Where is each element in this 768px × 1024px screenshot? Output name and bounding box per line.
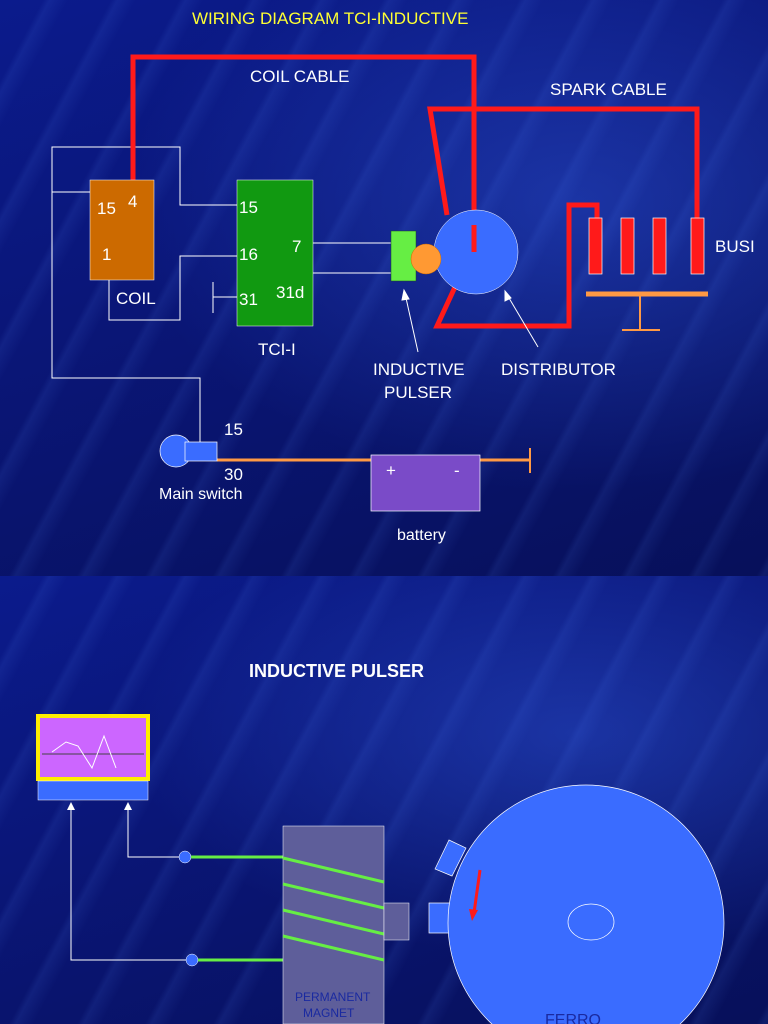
inductive-pulser-label-line1: INDUCTIVE xyxy=(373,360,465,379)
slide-wiring-diagram: 15 4 1 COIL 15 16 7 31 31d TCI-I INDUCTI… xyxy=(0,0,768,576)
main-switch-terminal-30: 30 xyxy=(224,465,243,484)
coil-box xyxy=(89,179,155,281)
permanent-magnet xyxy=(282,825,385,1024)
main-switch-terminal-15: 15 xyxy=(224,420,243,439)
probe-arrowheads xyxy=(67,802,132,810)
slide2-title: INDUCTIVE PULSER xyxy=(249,661,424,681)
distributor-label: DISTRIBUTOR xyxy=(501,360,616,379)
hv-cables xyxy=(130,54,700,329)
oscilloscope-waveform xyxy=(51,734,117,770)
inductive-pulser-label-line2: PULSER xyxy=(384,383,452,402)
probe-wires xyxy=(70,808,192,961)
pulser-rotor xyxy=(410,243,442,275)
ferro-hub xyxy=(567,903,615,941)
probe-terminal-b xyxy=(185,953,199,967)
plug1-cable xyxy=(433,202,600,329)
busi-label: BUSI xyxy=(715,237,755,256)
wire-coil-to-switch xyxy=(51,191,201,444)
coil-terminal-15: 15 xyxy=(97,199,116,218)
tci-terminal-31d: 31d xyxy=(276,283,304,302)
battery-minus: - xyxy=(454,461,460,480)
battery-box xyxy=(370,454,481,512)
coil-cable-label: COIL CABLE xyxy=(250,67,350,86)
tci-terminal-16: 16 xyxy=(239,245,258,264)
main-switch-label: Main switch xyxy=(159,486,243,503)
tci-terminal-31: 31 xyxy=(239,290,258,309)
rotation-arrowhead xyxy=(469,909,478,921)
pickup-coil-winding xyxy=(282,856,385,962)
wire-coil15-to-tci15 xyxy=(51,146,237,206)
ferro-tooth-top xyxy=(434,839,467,877)
tci-terminal-15: 15 xyxy=(239,198,258,217)
ferro-label: FERRO xyxy=(545,1012,601,1024)
main-switch-body xyxy=(184,441,218,462)
signal-wires xyxy=(51,146,391,444)
tci-module xyxy=(236,179,314,327)
wiring-diagram: 15 4 1 COIL 15 16 7 31 31d TCI-I INDUCTI… xyxy=(51,9,755,544)
spark-plugs xyxy=(588,217,705,275)
rotation-arrow xyxy=(472,869,482,914)
slide1-title: WIRING DIAGRAM TCI-INDUCTIVE xyxy=(192,9,468,28)
magnet-label-line2: MAGNET xyxy=(303,1006,355,1020)
spark-cable xyxy=(427,106,700,222)
battery-label: battery xyxy=(397,527,446,544)
coil-terminal-4: 4 xyxy=(128,192,137,211)
label-pointers xyxy=(401,288,539,353)
coil-label: COIL xyxy=(116,289,156,308)
tci-label: TCI-I xyxy=(258,340,296,359)
probe-terminal-a xyxy=(178,850,192,864)
wire-coil1-to-tci16 xyxy=(108,255,237,321)
oscilloscope-screen xyxy=(36,714,150,781)
coil-cable xyxy=(130,54,477,252)
oscilloscope-base xyxy=(37,780,149,801)
tci-terminal-7: 7 xyxy=(292,237,301,256)
magnet-pole-piece xyxy=(383,902,410,941)
battery-plus: + xyxy=(386,461,396,480)
coil-terminal-1: 1 xyxy=(102,245,111,264)
magnet-label-line1: PERMANENT xyxy=(295,990,371,1004)
spark-cable-label: SPARK CABLE xyxy=(550,80,667,99)
slide-inductive-pulser: INDUCTIVE PULSER PERMANENT MAGNET xyxy=(0,576,768,1024)
inductive-pulser-diagram: INDUCTIVE PULSER PERMANENT MAGNET xyxy=(36,661,725,1024)
ferro-tooth-front xyxy=(428,902,452,934)
